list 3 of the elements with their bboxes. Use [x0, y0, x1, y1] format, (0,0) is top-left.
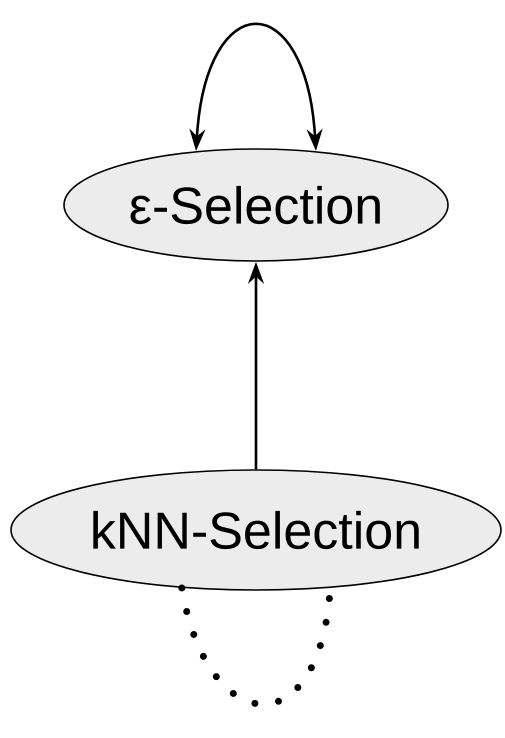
dotted-loop: [178, 584, 334, 708]
ellipse-node: ε-Selection: [63, 148, 449, 262]
ellipse-node: kNN-Selection: [10, 469, 502, 591]
